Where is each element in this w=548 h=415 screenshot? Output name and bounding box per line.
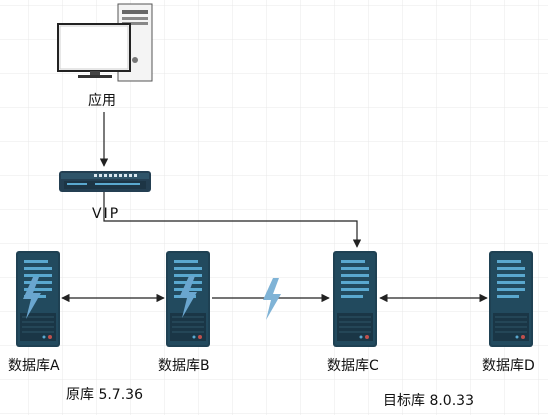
vip-to-dbc-arrow bbox=[103, 192, 362, 248]
database-d-server-icon bbox=[488, 250, 534, 348]
source-db-note: 原库 5.7.36 bbox=[66, 387, 143, 403]
target-db-note: 目标库 8.0.33 bbox=[383, 393, 474, 409]
database-b-label: 数据库B bbox=[158, 358, 210, 374]
database-a-server-icon bbox=[15, 250, 61, 348]
desktop-computer-icon bbox=[57, 3, 153, 82]
database-a-label: 数据库A bbox=[8, 358, 60, 374]
database-d-label: 数据库D bbox=[482, 358, 535, 374]
database-c-server-icon bbox=[332, 250, 378, 348]
vip-label: VIP bbox=[92, 206, 121, 222]
database-c-label: 数据库C bbox=[327, 358, 379, 374]
network-switch-icon bbox=[59, 171, 151, 192]
app-label: 应用 bbox=[88, 93, 116, 109]
